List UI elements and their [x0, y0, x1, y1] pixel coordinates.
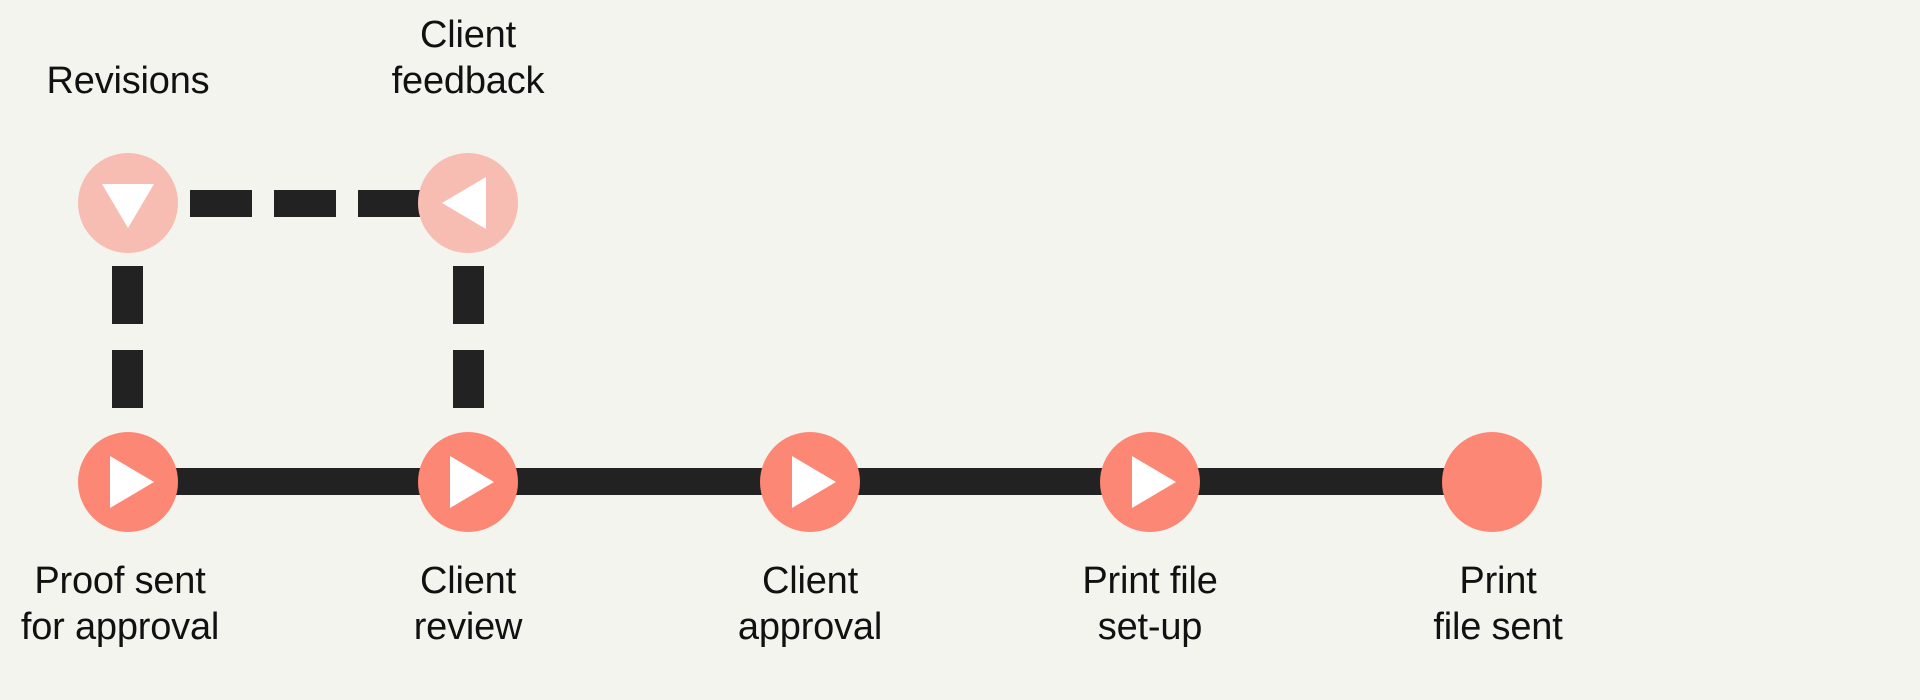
node-client-approval[interactable]: [760, 432, 860, 532]
node-client-review[interactable]: [418, 432, 518, 532]
play-triangle-right-icon: [1132, 456, 1176, 508]
label-proof-sent-for-approval: Proof sent for approval: [20, 560, 220, 649]
label-client-review: Client review: [413, 560, 523, 649]
play-triangle-right-icon: [110, 456, 154, 508]
node-proof-sent-for-approval[interactable]: [78, 432, 178, 532]
play-triangle-right-icon: [450, 456, 494, 508]
dashed-connector-review-to-feedback-seg1: [453, 266, 484, 324]
label-client-feedback: Client feedback: [391, 14, 545, 103]
label-print-file-sent: Print file sent: [1433, 560, 1563, 649]
dashed-connector-revisions-to-proof-seg2: [112, 350, 143, 408]
dashed-connector-revisions-to-proof-seg1: [112, 266, 143, 324]
play-triangle-right-icon: [792, 456, 836, 508]
node-client-feedback[interactable]: [418, 153, 518, 253]
label-print-file-set-up: Print file set-up: [1082, 560, 1218, 649]
node-print-file-set-up[interactable]: [1100, 432, 1200, 532]
dashed-connector-review-to-feedback-seg2: [453, 350, 484, 408]
label-client-approval: Client approval: [737, 560, 883, 649]
dashed-connector-feedback-to-revisions-seg1: [190, 190, 252, 217]
node-print-file-sent[interactable]: [1442, 432, 1542, 532]
node-revisions[interactable]: [78, 153, 178, 253]
label-revisions: Revisions: [46, 60, 210, 102]
triangle-down-icon: [102, 184, 154, 228]
triangle-left-icon: [442, 177, 486, 229]
dashed-connector-feedback-to-revisions-seg2: [274, 190, 336, 217]
dashed-connector-feedback-to-revisions-seg3: [358, 190, 420, 217]
